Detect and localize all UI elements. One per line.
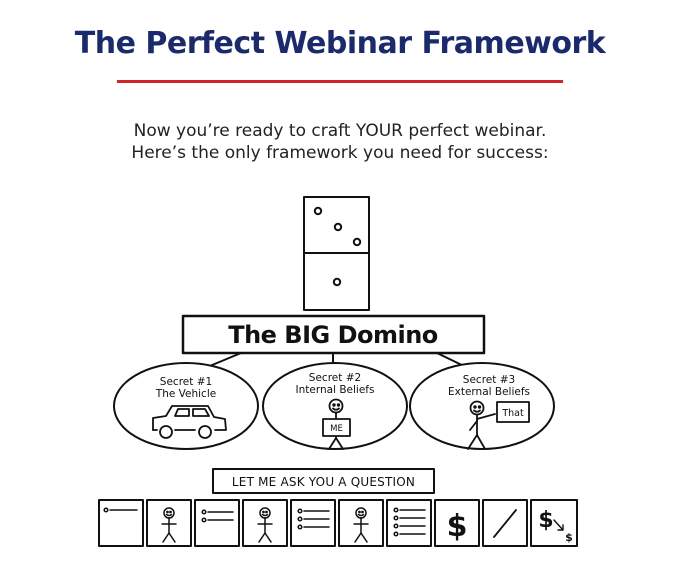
frame-9 <box>482 499 528 547</box>
frame-1 <box>98 499 144 547</box>
car-icon <box>152 405 227 439</box>
dollar-large-icon: $ <box>538 508 553 533</box>
frame-10 <box>530 499 578 547</box>
slide-icon <box>103 507 138 513</box>
dollar-icon: $ <box>447 509 468 544</box>
intro-text: Now you’re ready to craft YOUR perfect w… <box>0 120 680 164</box>
title-underline <box>117 80 563 83</box>
list-icon <box>393 507 426 537</box>
intro-line-2: Here’s the only framework you need for s… <box>131 143 549 163</box>
frame-8 <box>434 499 480 547</box>
page-title: The Perfect Webinar Framework <box>74 26 606 61</box>
smiley-stick-figure-icon <box>353 507 369 543</box>
list-icon <box>201 509 234 523</box>
question-box <box>212 468 435 494</box>
frame-4 <box>242 499 288 547</box>
domino-icon <box>303 196 370 311</box>
frame-2 <box>146 499 192 547</box>
stick-figure-icon <box>322 398 351 450</box>
me-sign <box>322 418 351 437</box>
secret-3-subtitle: External Beliefs <box>448 386 530 398</box>
smiley-stick-figure-icon <box>257 507 273 543</box>
me-sign-label: ME <box>330 424 343 434</box>
smiley-stick-figure-icon <box>161 507 177 543</box>
that-sign-label: That <box>501 408 524 419</box>
intro-line-1: Now you’re ready to craft YOUR perfect w… <box>133 121 547 141</box>
dollar-small-icon: $ <box>565 531 573 544</box>
big-domino-label: The BIG Domino <box>228 321 438 349</box>
secret-2-subtitle: Internal Beliefs <box>296 384 375 396</box>
secret-3-title: Secret #3 <box>463 374 515 386</box>
that-sign <box>496 401 530 423</box>
frame-5 <box>290 499 336 547</box>
secret-2-title: Secret #2 <box>309 372 361 384</box>
stick-figure-pointing-icon <box>467 400 530 450</box>
frame-6 <box>338 499 384 547</box>
slash-icon <box>493 509 517 538</box>
question-label: LET ME ASK YOU A QUESTION <box>232 475 415 489</box>
down-arrow-icon <box>553 519 564 531</box>
frame-3 <box>194 499 240 547</box>
list-icon <box>297 508 330 530</box>
secret-1-title: Secret #1 <box>160 376 212 388</box>
secret-1-subtitle: The Vehicle <box>155 388 216 400</box>
frame-7 <box>386 499 432 547</box>
